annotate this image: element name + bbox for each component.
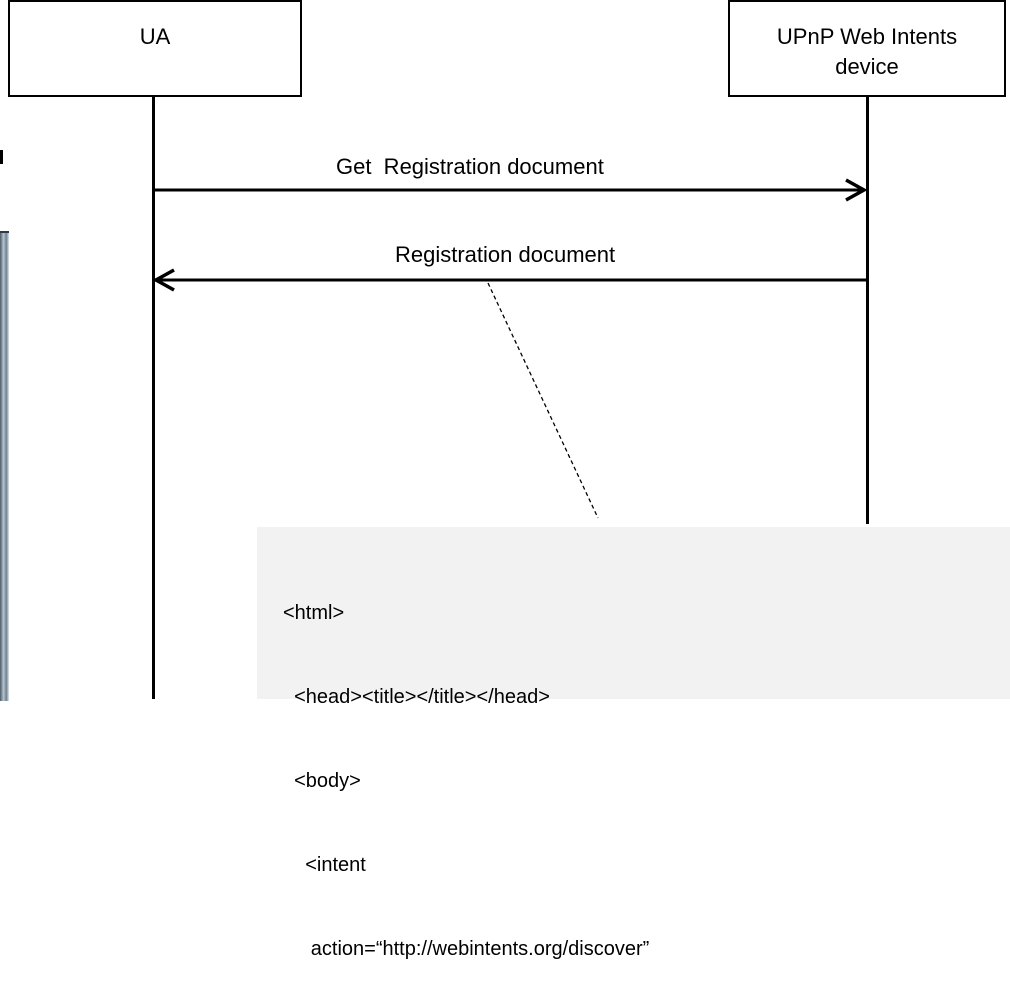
arrow-get-registration bbox=[153, 178, 868, 202]
arrow-registration-response bbox=[152, 268, 867, 292]
actor-ua-label: UA bbox=[139, 24, 171, 49]
registration-document-code: <html> <head><title></title></head> <bod… bbox=[257, 527, 1010, 960]
message-get-label: Get Registration document bbox=[336, 154, 604, 179]
actor-device-label-line1: UPnP Web Intents bbox=[776, 24, 958, 49]
code-line-2: <head><title></title></head> bbox=[283, 686, 550, 708]
code-line-3: <body> bbox=[283, 770, 361, 792]
arrows-layer bbox=[152, 178, 868, 519]
edge-image-strip bbox=[0, 231, 9, 701]
actor-device-box: UPnP Web Intents device bbox=[728, 0, 1006, 97]
message-response-label: Registration document bbox=[395, 242, 616, 267]
actor-device-label-line2: device bbox=[835, 54, 899, 79]
code-line-4: <intent bbox=[283, 854, 366, 876]
actor-device-label: UPnP Web Intents device bbox=[777, 22, 957, 82]
code-line-5: action=“http://webintents.org/discover” bbox=[283, 938, 650, 960]
code-line-1: <html> bbox=[283, 602, 345, 624]
callout-dashed-line bbox=[487, 282, 599, 519]
actor-ua-box: UA bbox=[8, 0, 302, 97]
lifeline-device bbox=[866, 97, 869, 524]
lifeline-ua bbox=[152, 97, 155, 699]
edge-tick-mark bbox=[0, 150, 3, 164]
